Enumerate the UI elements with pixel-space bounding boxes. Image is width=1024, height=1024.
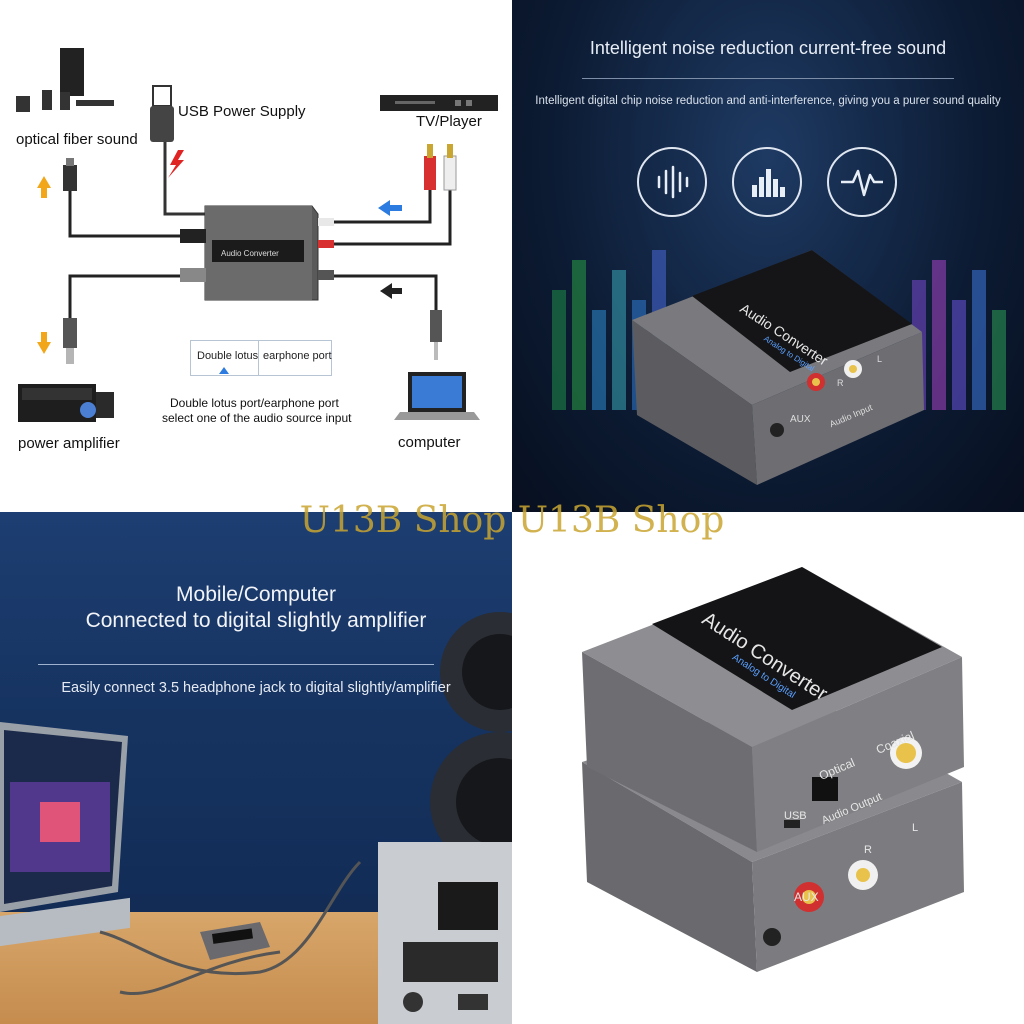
stacked-devices-image [582,567,964,972]
rca-white-cable [318,190,432,224]
usb-label: USB [784,810,807,822]
note-line-2: select one of the audio source input [162,411,352,425]
laptop-image [0,722,128,912]
rca-red-plug [424,156,436,190]
triangle-up-icon [219,367,229,374]
optical-fiber-label: optical fiber sound [16,131,138,148]
earphone-port-label: earphone port [263,350,332,362]
title-divider [582,78,954,79]
coax-cable [68,274,205,320]
mobile-title-line-1: Mobile/Computer [176,583,336,606]
subwoofer [60,48,84,96]
rca-white-plug [443,155,457,191]
dvd-player [380,95,498,111]
optical-cable [68,190,205,238]
aux-label: AUX [790,414,811,425]
computer-label: computer [398,434,461,451]
double-lotus-label: Double lotus [197,350,259,362]
equalizer-icon [732,147,802,217]
noise-subtitle: Intelligent digital chip noise reduction… [535,95,1001,107]
diagram-graphics [16,48,498,422]
converter-text: Audio Converter [221,249,279,258]
mobile-divider [38,664,434,665]
power-amplifier-label: power amplifier [18,435,120,452]
l-label-4: L [912,822,919,834]
port-selector-box: Double lotus earphone port [190,340,332,376]
usb-plug [152,85,172,107]
mobile-computer-panel: Mobile/Computer Connected to digital sli… [0,512,512,1024]
noise-title: Intelligent noise reduction current-free… [589,38,947,58]
noise-reduction-panel: Intelligent noise reduction current-free… [512,0,1024,512]
rca-red-cable [318,190,452,246]
converter-device-image [632,250,924,485]
cable-and-converter [99,860,362,995]
converter-panel [212,240,304,262]
note-line-1: Double lotus port/earphone port [170,396,339,410]
arrow-left-black-icon [380,283,402,299]
aux-label-4: AUX [794,890,819,904]
l-label: L [877,354,883,364]
arrow-up-icon [37,176,51,198]
mobile-title-line-2: Connected to digital slightly amplifier [85,609,427,632]
stereo-unit-image [378,842,512,1024]
power-bolt-icon [168,150,184,178]
sound-wave-icon [637,147,707,217]
arrow-left-blue-icon [378,200,402,216]
usb-power-label: USB Power Supply [178,103,306,120]
r-label: R [837,378,844,388]
speaker-image [430,612,512,872]
tv-player-label: TV/Player [416,113,482,130]
connection-diagram-panel: USB Power Supply optical fiber sound TV/… [0,0,512,512]
aux-cable [318,274,438,310]
mobile-subtitle: Easily connect 3.5 headphone jack to dig… [61,680,451,696]
r-label-4: R [864,844,872,856]
arrow-down-icon [37,332,51,354]
pulse-icon [827,147,897,217]
usb-cable [163,140,205,216]
product-render-panel: Audio Converter Analog to Digital Optica… [512,512,1024,1024]
